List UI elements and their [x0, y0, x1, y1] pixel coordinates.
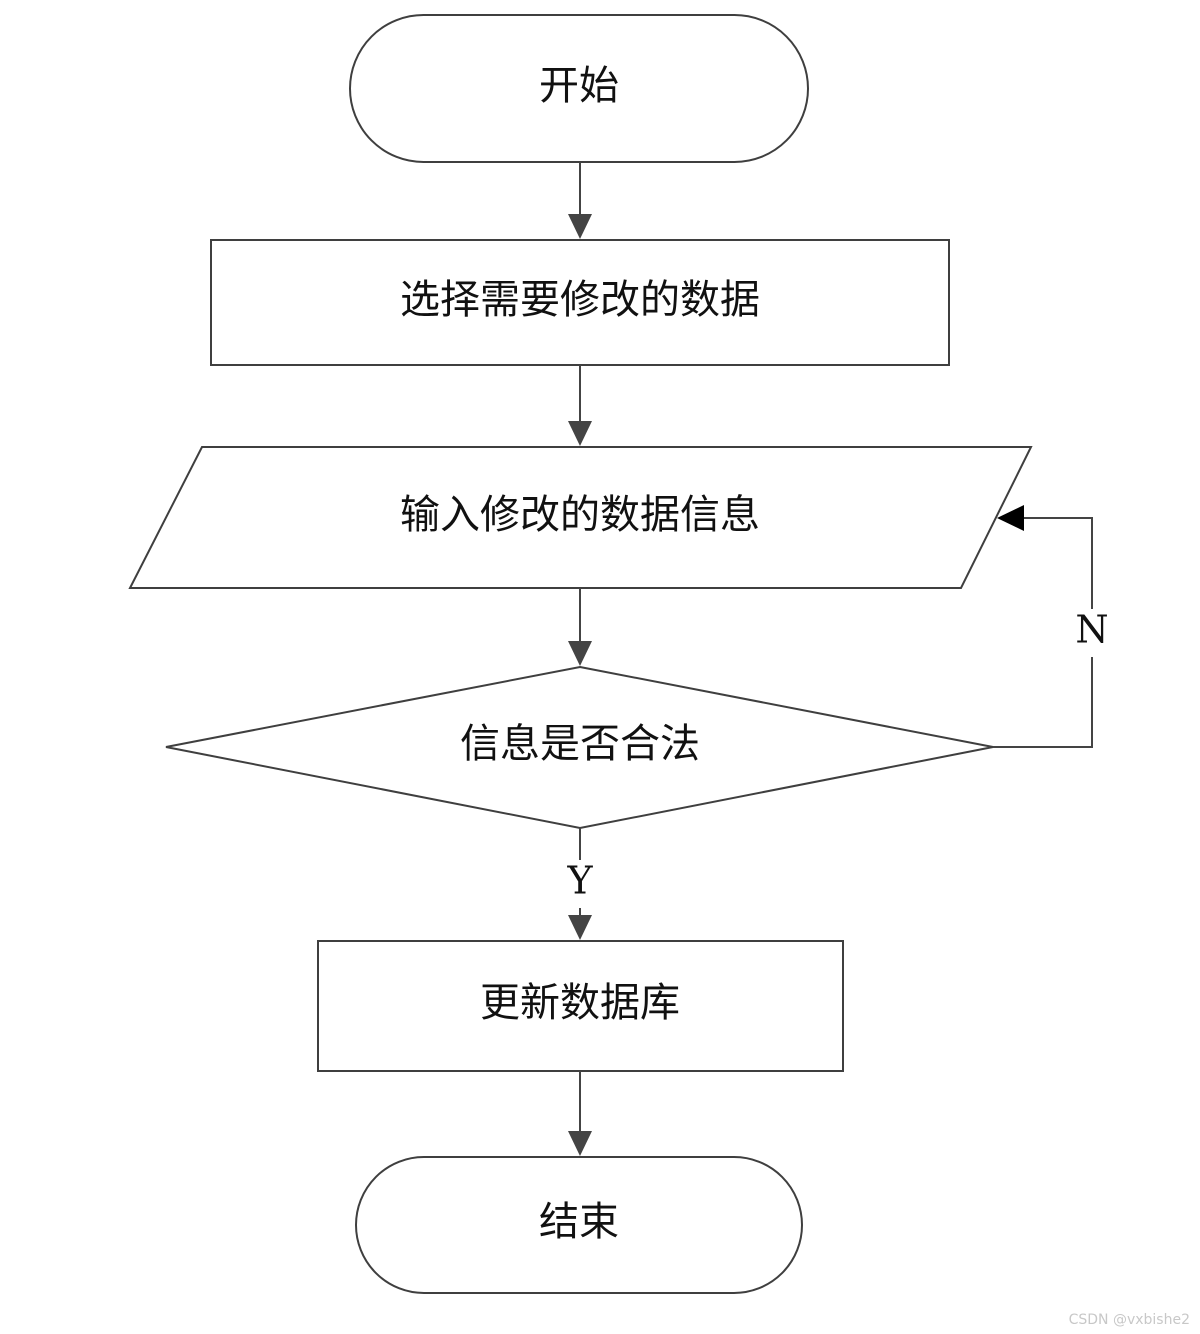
edge-update-to-end	[568, 1071, 592, 1156]
validate-node: 信息是否合法	[165, 665, 994, 830]
no-label: N	[1075, 608, 1108, 652]
start-node: 开始	[349, 14, 809, 163]
end-shape	[355, 1156, 803, 1294]
arrowhead	[568, 641, 592, 666]
yes-label-bg	[562, 860, 598, 908]
validate-label: 信息是否合法	[460, 721, 700, 767]
edge-input-to-validate	[568, 588, 592, 666]
yes-label: Y	[566, 859, 593, 903]
arrowhead	[568, 421, 592, 446]
edge-select-to-input	[568, 365, 592, 446]
select-data-label: 选择需要修改的数据	[400, 277, 760, 323]
select-data-shape	[210, 239, 950, 366]
update-db-node: 更新数据库	[317, 940, 844, 1072]
input-info-shape	[128, 446, 1033, 589]
select-data-node: 选择需要修改的数据	[210, 239, 950, 366]
arrowhead	[568, 1131, 592, 1156]
update-db-shape	[317, 940, 844, 1072]
end-node: 结束	[355, 1156, 803, 1294]
end-label: 结束	[539, 1199, 619, 1245]
arrowhead	[568, 214, 592, 239]
arrowhead	[568, 915, 592, 940]
watermark: CSDN @vxbishe2	[1068, 1312, 1190, 1328]
edge-start-to-select	[568, 162, 592, 239]
input-info-node: 输入修改的数据信息	[128, 446, 1033, 589]
arrowhead	[997, 505, 1024, 531]
input-info-label: 输入修改的数据信息	[400, 492, 760, 538]
no-label-bg	[1076, 609, 1108, 657]
start-label: 开始	[539, 63, 619, 109]
edge-yes: Y	[562, 828, 598, 940]
update-db-label: 更新数据库	[480, 980, 680, 1026]
edge-no-loop: N	[993, 505, 1109, 748]
